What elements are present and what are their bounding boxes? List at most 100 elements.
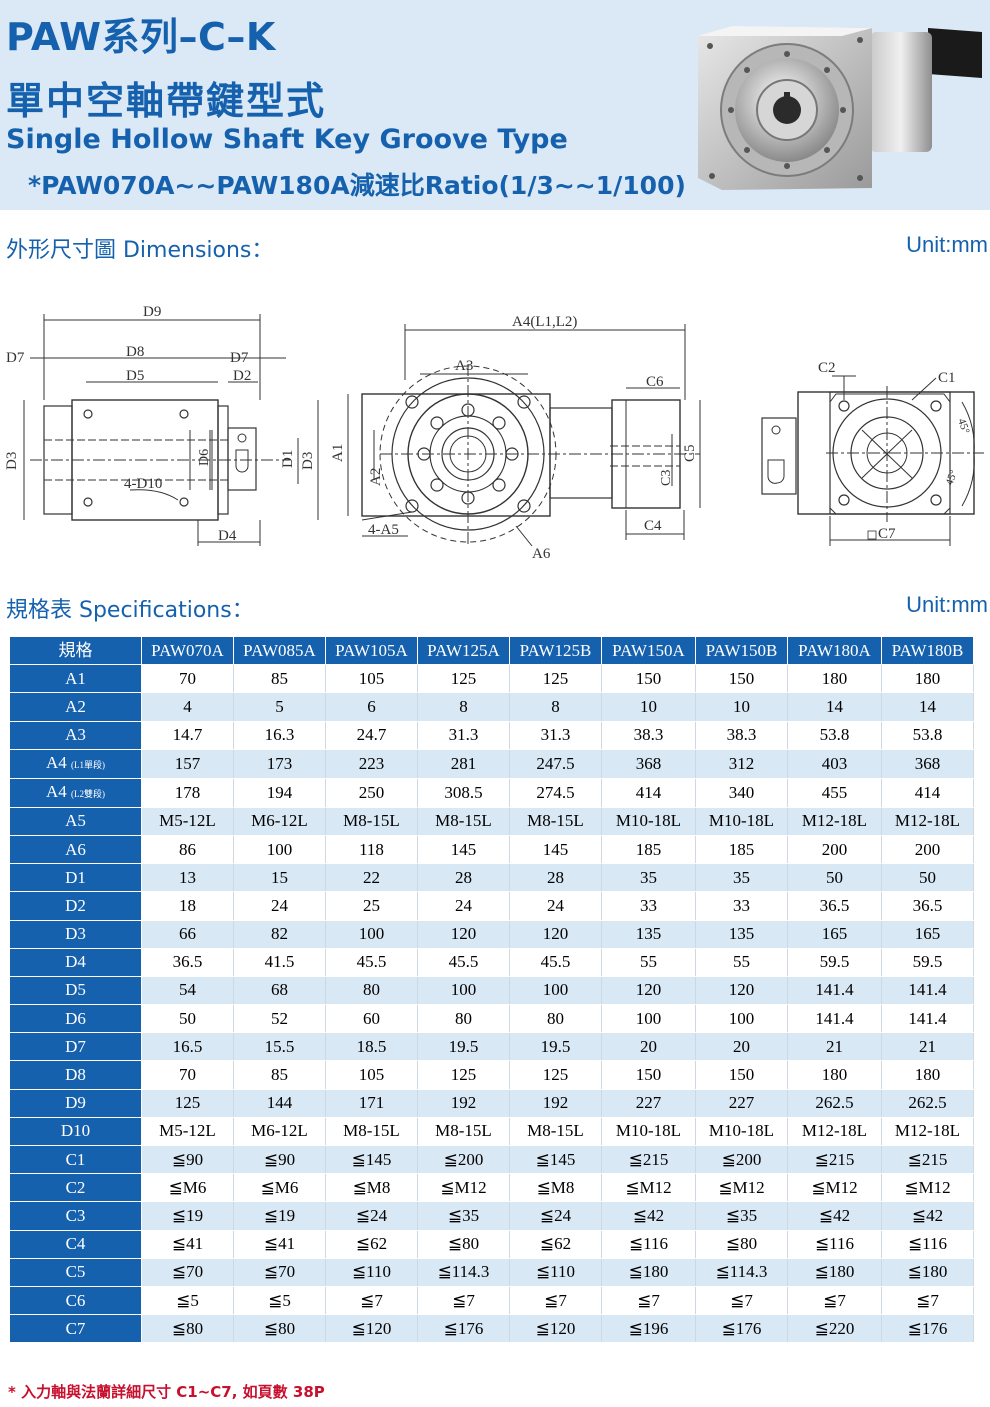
table-cell: M6-12L [233, 1116, 326, 1147]
table-cell: 105 [325, 664, 418, 694]
table-cell: 145 [509, 834, 602, 865]
table-cell: 10 [601, 692, 696, 722]
series-title: PAW系列–C–K [6, 15, 276, 59]
row-label: D3 [9, 919, 142, 949]
table-row: C1≦90≦90≦145≦200≦145≦215≦200≦215≦215 [9, 1144, 974, 1175]
table-cell: 24.7 [325, 720, 418, 750]
model-header-paw085a: PAW085A [233, 635, 326, 666]
row-label-text: A6 [65, 839, 86, 859]
row-label-text: A4 [45, 752, 67, 772]
table-cell: 120 [509, 919, 602, 949]
table-cell: M12-18L [787, 806, 882, 836]
table-cell: 100 [325, 919, 418, 949]
table-cell: ≦7 [417, 1285, 510, 1316]
table-cell: ≦80 [417, 1229, 510, 1259]
table-cell: ≦7 [509, 1285, 602, 1316]
row-label-text: A1 [65, 668, 86, 688]
label-d10: 4-D10 [124, 476, 162, 492]
row-label-text: D9 [65, 1093, 86, 1113]
label-d5: D5 [126, 368, 144, 384]
label-c4: C4 [644, 518, 662, 534]
header-banner: PAW系列–C–K 單中空軸帶鍵型式 Single Hollow Shaft K… [0, 0, 990, 210]
table-cell: 19.5 [417, 1032, 510, 1062]
table-cell: M8-15L [325, 806, 418, 836]
label-d9: D9 [143, 304, 161, 320]
table-cell: 20 [601, 1032, 696, 1062]
table-cell: 59.5 [787, 947, 882, 977]
table-cell: 200 [787, 834, 882, 865]
type-title-chinese: 單中空軸帶鍵型式 [6, 79, 327, 123]
table-cell: 70 [141, 1060, 234, 1090]
table-cell: ≦145 [325, 1144, 418, 1175]
row-label-text: C4 [65, 1234, 86, 1254]
table-cell: ≦35 [417, 1201, 510, 1231]
table-cell: ≦215 [601, 1144, 696, 1175]
row-label-text: D5 [65, 980, 86, 1000]
table-cell: ≦7 [787, 1285, 882, 1316]
table-cell: 125 [417, 1060, 510, 1090]
label-d2: D2 [233, 368, 251, 384]
table-row: C3≦19≦19≦24≦35≦24≦42≦35≦42≦42 [9, 1201, 974, 1231]
model-header-paw180b: PAW180B [881, 635, 974, 666]
table-cell: 55 [601, 947, 696, 977]
table-cell: 100 [601, 1004, 696, 1034]
row-label: A3 [9, 720, 142, 750]
model-header-paw070a: PAW070A [141, 635, 234, 666]
table-cell: 173 [233, 748, 326, 779]
table-cell: 80 [417, 1004, 510, 1034]
table-cell: 35 [695, 863, 788, 893]
table-cell: ≦110 [325, 1257, 418, 1287]
label-d3-left: D3 [4, 452, 20, 470]
row-label: A2 [9, 692, 142, 722]
table-cell: 70 [141, 664, 234, 694]
table-cell: 125 [141, 1088, 234, 1118]
row-label-text: C2 [65, 1177, 86, 1197]
table-cell: 100 [233, 834, 326, 865]
table-cell: 50 [881, 863, 974, 893]
label-a1: A1 [330, 444, 346, 462]
table-cell: 18.5 [325, 1032, 418, 1062]
table-cell: M8-15L [509, 806, 602, 836]
row-label: D1 [9, 863, 142, 893]
table-cell: 85 [233, 664, 326, 694]
table-cell: 185 [601, 834, 696, 865]
table-cell: 250 [325, 777, 418, 808]
table-cell: ≦24 [325, 1201, 418, 1231]
label-d7-left: D7 [6, 350, 25, 366]
label-c7: C7 [878, 526, 896, 542]
table-corner-cell: 規格 [9, 635, 142, 666]
table-cell: ≦180 [881, 1257, 974, 1287]
label-c3: C3 [659, 470, 674, 486]
table-cell: ≦200 [417, 1144, 510, 1175]
table-cell: ≦116 [601, 1229, 696, 1259]
table-cell: ≦42 [787, 1201, 882, 1231]
table-cell: 14 [881, 692, 974, 722]
table-cell: M5-12L [141, 806, 234, 836]
label-c2: C2 [818, 360, 836, 376]
table-cell: ≦19 [233, 1201, 326, 1231]
table-cell: 45.5 [509, 947, 602, 977]
specifications-unit: Unit:mm [906, 592, 988, 617]
table-row: C5≦70≦70≦110≦114.3≦110≦180≦114.3≦180≦180 [9, 1257, 974, 1287]
table-cell: 194 [233, 777, 326, 808]
table-cell: 10 [695, 692, 788, 722]
label-d1: D1 [280, 450, 296, 468]
table-cell: M5-12L [141, 1116, 234, 1147]
row-label-text: A4 [45, 781, 67, 801]
table-cell: 200 [881, 834, 974, 865]
row-label: D7 [9, 1032, 142, 1062]
dimensions-title: 外形尺寸圖 Dimensions： [6, 238, 274, 263]
table-cell: 150 [695, 1060, 788, 1090]
label-a4: A4(L1,L2) [512, 314, 577, 330]
table-cell: ≦M6 [233, 1173, 326, 1203]
table-cell: 125 [509, 1060, 602, 1090]
table-cell: ≦116 [787, 1229, 882, 1259]
table-cell: M8-15L [417, 806, 510, 836]
table-cell: 82 [233, 919, 326, 949]
table-cell: ≦M12 [417, 1173, 510, 1203]
